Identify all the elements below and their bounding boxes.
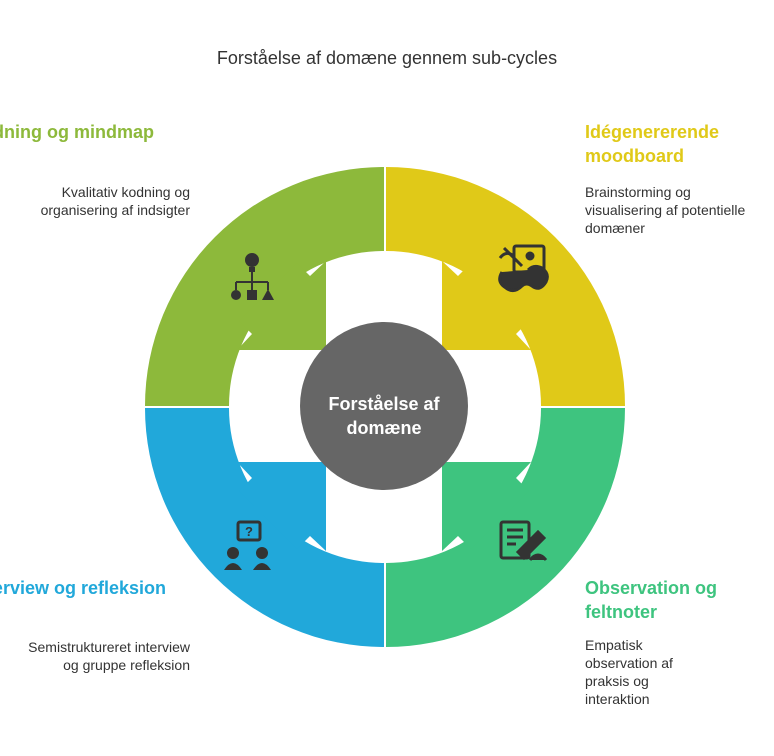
arrow-kodning bbox=[237, 261, 326, 350]
quadrant-title-kodning: Kodning og mindmap bbox=[0, 122, 154, 142]
arrow-interview bbox=[237, 462, 326, 551]
quadrant-desc-kodning: Kvalitativ kodning og organisering af in… bbox=[40, 184, 190, 218]
arrow-moodboard bbox=[442, 261, 531, 350]
svg-text:?: ? bbox=[245, 524, 253, 539]
quadrant-title-observation: Observation og feltnoter bbox=[585, 578, 718, 622]
quadrant-title-interview: Interview og refleksion bbox=[0, 578, 166, 598]
quadrant-title-moodboard: Idégenererende moodboard bbox=[585, 122, 720, 166]
quadrant-desc-observation: Empatisk observation af praksis og inter… bbox=[585, 637, 673, 707]
quadrant-desc-interview: Semistruktureret interview og gruppe ref… bbox=[28, 639, 190, 673]
diagram-title: Forståelse af domæne gennem sub-cycles bbox=[216, 48, 558, 68]
people-question-icon: ? bbox=[224, 520, 271, 570]
segment-observation bbox=[386, 408, 625, 647]
center-circle bbox=[300, 322, 468, 490]
art-palette-elephant-icon bbox=[498, 244, 549, 293]
arrow-observation bbox=[442, 462, 531, 551]
segment-kodning bbox=[145, 167, 384, 406]
segment-interview bbox=[145, 408, 384, 647]
hierarchy-shapes-icon bbox=[231, 253, 274, 300]
quadrant-desc-moodboard: Brainstorming og visualisering af potent… bbox=[585, 184, 746, 236]
notes-writing-icon bbox=[499, 520, 548, 561]
